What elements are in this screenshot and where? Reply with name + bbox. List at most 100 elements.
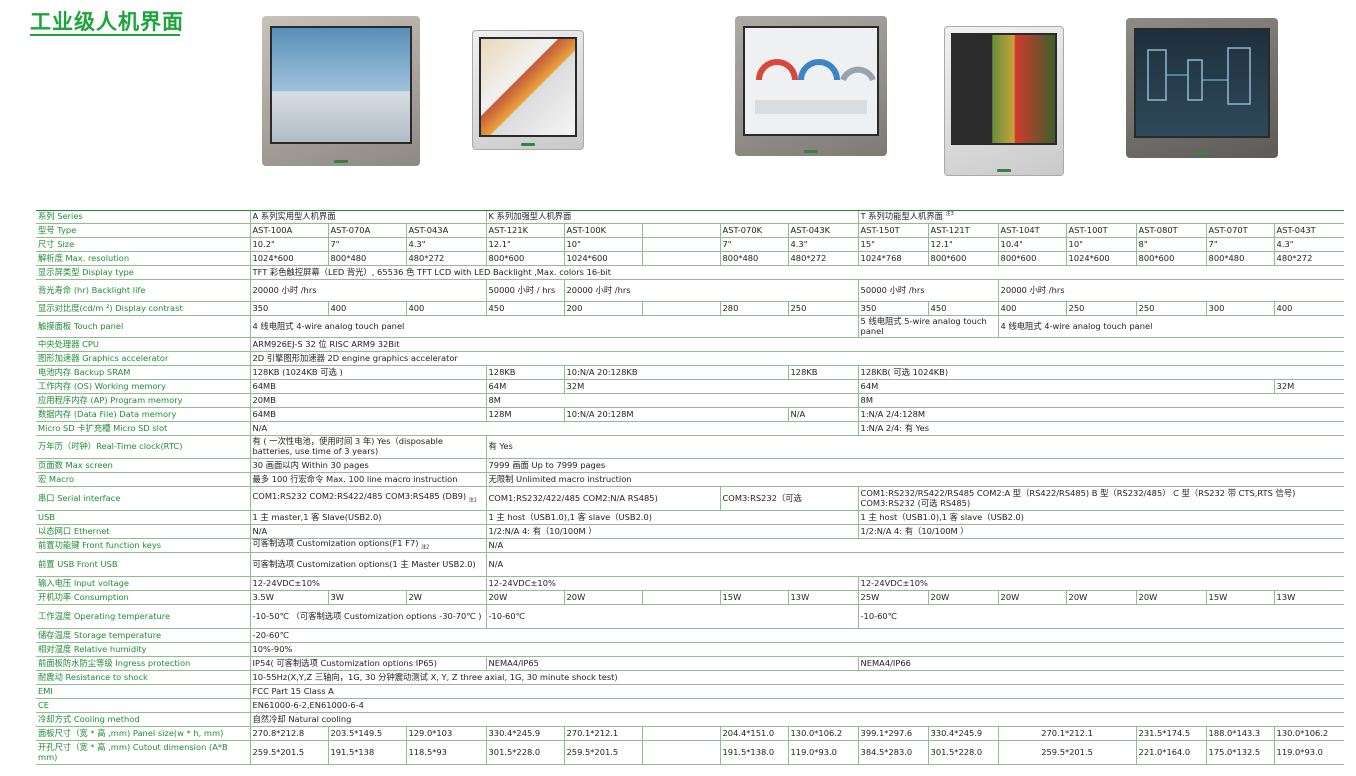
serial-a-text: COM1:RS232 COM2:RS422/485 COM3:RS485 (DB…: [252, 491, 467, 502]
cell: 50000 小时 /hrs: [857, 279, 999, 302]
row-gfx: 图形加速器 Graphics accelerator 2D 引擎图形加速器 2D…: [36, 351, 1345, 366]
cell: 130.0*106.2: [1273, 726, 1345, 741]
row-rtc: 万年历（时钟）Real-Time clock(RTC) 有 ( 一次性电池，使用…: [36, 435, 1345, 459]
cell: 32M: [1273, 379, 1345, 394]
cell: 130.0*106.2: [787, 726, 859, 741]
cell: 128KB: [485, 365, 565, 380]
cell: 10-55Hz(X,Y,Z 三轴向，1G, 30 分钟震动测试 X, Y, Z …: [249, 670, 1345, 685]
spec-label: 型号 Type: [36, 223, 250, 238]
cell: 800*600: [927, 251, 999, 266]
cell: 250: [1065, 301, 1137, 316]
cell: COM1:RS232/422/485 COM2:N/A RS485): [485, 486, 721, 511]
cell: 10": [1065, 237, 1137, 252]
cell: 4 线电阻式 4-wire analog touch panel: [997, 315, 1345, 338]
cell: [641, 223, 721, 238]
cell: 4 线电阻式 4-wire analog touch panel: [249, 315, 859, 338]
cell: 3.5W: [249, 590, 328, 605]
row-cooling: 冷却方式 Cooling method 自然冷却 Natural cooling: [36, 712, 1345, 727]
cell: 259.5*201.5: [997, 740, 1137, 765]
spec-label: 尺寸 Size: [36, 237, 250, 252]
row-ingress: 前面板防水防尘等级 Ingress protection IP54( 可客制选项…: [36, 656, 1345, 671]
cell: [641, 301, 721, 316]
cell: 128KB (1024KB 可选 ): [249, 365, 487, 380]
spec-label: 面板尺寸（宽 * 高 ,mm) Panel size(w * h, mm): [36, 726, 250, 741]
cell: FCC Part 15 Class A: [249, 684, 1345, 699]
cell: 13W: [787, 590, 859, 605]
cell: 20000 小时 /hrs: [563, 279, 859, 302]
cell: AST-150T: [857, 223, 929, 238]
cell: N/A: [787, 407, 859, 422]
cell: 20000 小时 /hrs: [249, 279, 487, 302]
cell: 1024*600: [249, 251, 328, 266]
row-consumption: 开机功率 Consumption 3.5W 3W 2W 20W 20W 15W …: [36, 590, 1345, 605]
cell: N/A: [249, 524, 487, 539]
gauge-screen-graphic: [755, 59, 876, 114]
cell: 1:N/A 2/4: 有 Yes: [857, 421, 1345, 436]
cell: 20000 小时 /hrs: [997, 279, 1345, 302]
row-shock: 耐震动 Resistance to shock 10-55Hz(X,Y,Z 三轴…: [36, 670, 1345, 685]
cell: 480*272: [1273, 251, 1345, 266]
footnote-marker: 注2: [421, 544, 430, 551]
hmi-t-series-white-image: [944, 26, 1064, 176]
spec-label: 开孔尺寸（宽 * 高 ,mm) Cutout dimension (A*B mm…: [36, 740, 250, 765]
cell: 399.1*297.6: [857, 726, 929, 741]
cell: 64M: [857, 379, 1275, 394]
cell: 可客制选项 Customization options(1 主 Master U…: [249, 552, 487, 577]
cell: AST-100T: [1065, 223, 1137, 238]
cell: AST-100K: [563, 223, 643, 238]
row-panel-size: 面板尺寸（宽 * 高 ,mm) Panel size(w * h, mm) 27…: [36, 726, 1345, 741]
cell: 800*600: [997, 251, 1067, 266]
cell: 30 画面以内 Within 30 pages: [249, 458, 487, 473]
cell: 64M: [485, 379, 565, 394]
cell: 10": [563, 237, 643, 252]
cell: IP54( 可客制选项 Customization options IP65): [249, 656, 487, 671]
cell: 280: [719, 301, 789, 316]
cell: 1/2:N/A 4: 有（10/100M ）: [857, 524, 1345, 539]
cell: AST-121T: [927, 223, 999, 238]
row-ethernet: 以态网口 Ethernet N/A 1/2:N/A 4: 有（10/100M ）…: [36, 524, 1345, 539]
cell: NEMA4/IP65: [485, 656, 859, 671]
cell: 480*272: [787, 251, 859, 266]
row-ce: CE EN61000-6-2,EN61000-6-4: [36, 698, 1345, 713]
cell: 7": [719, 237, 789, 252]
cell: -20-60℃: [249, 628, 1345, 643]
cell: 480*272: [405, 251, 487, 266]
cell: AST-104T: [997, 223, 1067, 238]
cell: 250: [1135, 301, 1207, 316]
cell: 4.3": [1273, 237, 1345, 252]
spec-label: 触摸面板 Touch panel: [36, 315, 250, 338]
cell: N/A: [249, 421, 859, 436]
row-data-memory: 数据内存 (Data File) Data memory 64MB 128M 1…: [36, 407, 1345, 422]
spec-label: 串口 Serial interface: [36, 486, 250, 511]
cell: AST-100A: [249, 223, 328, 238]
a-series-name: A 系列实用型人机界面: [249, 210, 487, 224]
cell: 231.5*174.5: [1135, 726, 1207, 741]
cell: AST-070A: [327, 223, 406, 238]
cell: 1024*600: [1065, 251, 1137, 266]
cell: 20W: [563, 590, 643, 605]
cell: 15": [857, 237, 929, 252]
row-voltage: 输入电压 Input voltage 12-24VDC±10% 12-24VDC…: [36, 576, 1345, 591]
row-storage-temp: 储存温度 Storage temperature -20-60℃: [36, 628, 1345, 643]
row-macro: 宏 Macro 最多 100 行宏命令 Max. 100 line macro …: [36, 472, 1345, 487]
row-sd-slot: Micro SD 卡扩充槽 Micro SD slot N/A 1:N/A 2/…: [36, 421, 1345, 436]
hmi-k-series-white-image: [472, 30, 584, 150]
cell: AST-043T: [1273, 223, 1345, 238]
cell: 259.5*201.5: [249, 740, 328, 765]
cell: 20W: [997, 590, 1067, 605]
row-humidity: 相对湿度 Relative humidity 10%-90%: [36, 642, 1345, 657]
cell: 10:N/A 20:128KB: [563, 365, 789, 380]
cell: 20W: [485, 590, 565, 605]
row-front-usb: 前置 USB Front USB 可客制选项 Customization opt…: [36, 552, 1345, 577]
cell: 400: [327, 301, 406, 316]
row-cpu: 中央处理器 CPU ARM926EJ-S 32 位 RISC ARM9 32Bi…: [36, 337, 1345, 352]
spec-label: 前置 USB Front USB: [36, 552, 250, 577]
cell: 270.8*212.8: [249, 726, 328, 741]
cell: 12.1": [485, 237, 565, 252]
hmi-a-series-silver-image: [262, 16, 420, 166]
cell: [641, 237, 721, 252]
row-size: 尺寸 Size 10.2" 7" 4.3" 12.1" 10" 7" 4.3" …: [36, 237, 1345, 252]
cell: 128KB: [787, 365, 859, 380]
cell: NEMA4/IP66: [857, 656, 1345, 671]
cell: AST-070T: [1205, 223, 1275, 238]
